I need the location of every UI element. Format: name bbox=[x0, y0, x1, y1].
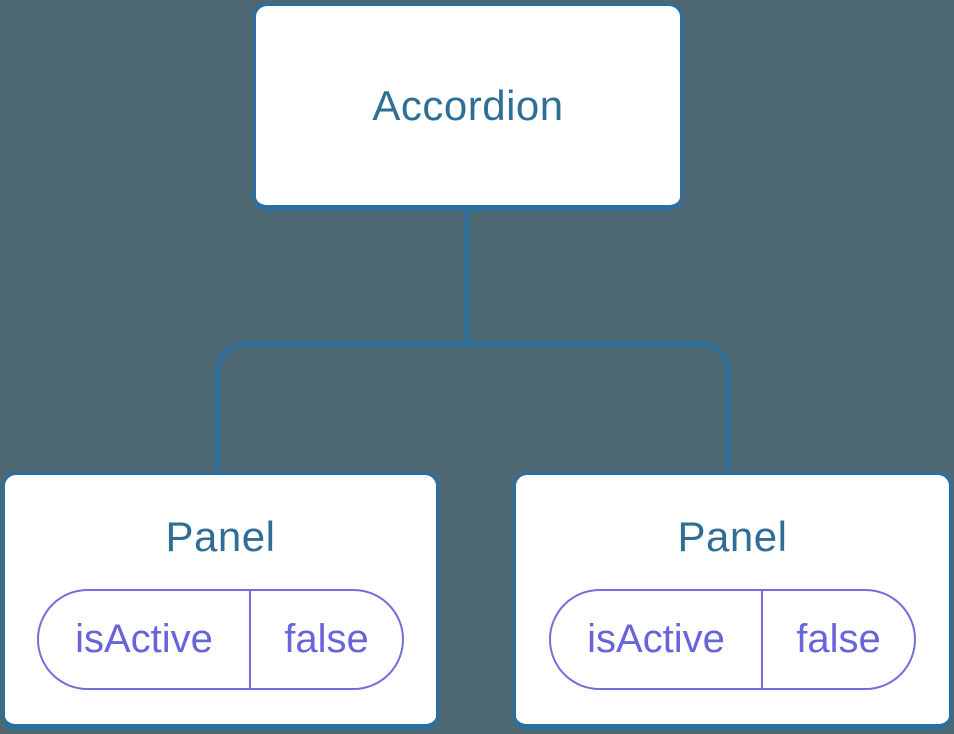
connector-stem-line bbox=[465, 209, 470, 344]
state-name-right: isActive bbox=[551, 591, 763, 688]
panel-node-right: Panel isActive false bbox=[513, 472, 952, 730]
state-pill-right: isActive false bbox=[549, 589, 916, 690]
panel-right-label: Panel bbox=[677, 513, 788, 560]
state-name-left: isActive bbox=[39, 591, 251, 688]
state-pill-left: isActive false bbox=[37, 589, 404, 690]
connector-branch-line bbox=[215, 342, 731, 472]
state-value-left: false bbox=[284, 617, 369, 661]
state-value-right: false bbox=[796, 617, 881, 661]
accordion-node: Accordion bbox=[253, 3, 683, 211]
panel-node-left: Panel isActive false bbox=[2, 472, 439, 730]
panel-left-label: Panel bbox=[165, 513, 276, 560]
accordion-node-label: Accordion bbox=[372, 81, 564, 129]
